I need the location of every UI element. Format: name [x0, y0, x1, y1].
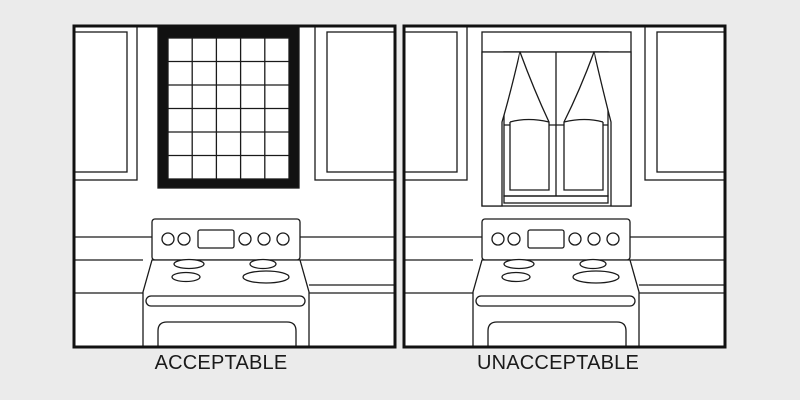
upper-cabinet-left [404, 26, 468, 181]
stove-icon [142, 218, 310, 347]
panel-unacceptable-frame [402, 24, 727, 349]
upper-cabinet-right [644, 26, 725, 181]
caption-unacceptable: UNACCEPTABLE [476, 352, 640, 374]
panel-acceptable [74, 26, 395, 347]
stove-icon [472, 218, 640, 347]
panel-unacceptable [404, 26, 725, 347]
upper-cabinet-right [314, 26, 395, 181]
curtained-window-icon [481, 31, 632, 207]
panel-acceptable-frame [72, 24, 397, 349]
upper-cabinet-left [74, 26, 138, 181]
gridded-window-icon [157, 26, 300, 189]
caption-acceptable: ACCEPTABLE [154, 352, 288, 374]
